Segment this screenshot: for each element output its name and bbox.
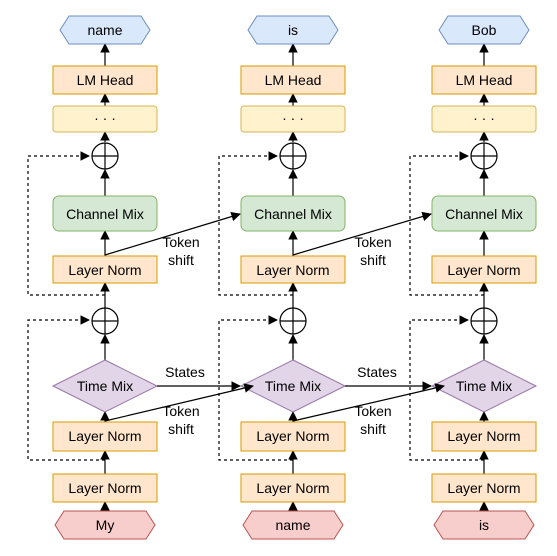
ellipsis-label: · · · [94,110,116,126]
token-shift-upper-1-2 [292,211,432,256]
time-mix-label: Time Mix [77,378,133,394]
token-shift-lower-0-1 [104,383,254,422]
residual-upper [218,151,293,296]
layer-norm-lower [52,421,158,452]
ellipsis-block [240,105,346,133]
add-upper [91,142,119,170]
states-label-0: States [165,364,205,380]
time-mix-label: Time Mix [456,378,512,394]
channel-mix-label: Channel Mix [254,206,332,222]
lm-head [431,65,537,95]
time-mix [430,359,538,413]
token-shift-edges [104,211,445,422]
lm-head [240,65,346,95]
layer-norm-bottom-label: Layer Norm [447,480,520,496]
token-shift-label-upper-0-line1: Token [162,234,199,250]
column-0: name LM Head · · · Channel Mix Layer Nor… [27,15,159,540]
output-token-label: name [87,22,122,38]
lm-head-label: LM Head [265,72,322,88]
token-shift-label-lower-0-line2: shift [168,421,194,437]
token-shift-label-upper-1-line2: shift [360,252,386,268]
token-shift-label-lower-1-line2: shift [360,421,386,437]
add-lower [470,307,498,335]
layer-norm-lower [431,421,537,452]
lm-head [52,65,158,95]
add-lower [279,307,307,335]
layer-norm-bottom [431,473,537,503]
ellipsis-label: · · · [282,110,304,126]
ellipsis-label: · · · [473,110,495,126]
layer-norm-bottom-label: Layer Norm [68,480,141,496]
layer-norm-upper-label: Layer Norm [447,262,520,278]
residual-upper [409,151,484,296]
layer-norm-upper-label: Layer Norm [68,262,141,278]
layer-norm-bottom [240,473,346,503]
time-mix-label: Time Mix [265,378,321,394]
add-upper [470,142,498,170]
channel-mix-label: Channel Mix [66,206,144,222]
token-shift-label-upper-0-line2: shift [168,252,194,268]
channel-mix [431,195,537,232]
channel-mix-label: Channel Mix [445,206,523,222]
residual-upper [27,151,105,296]
column-2: Bob LM Head · · · Channel Mix Layer Norm… [409,15,538,540]
layer-norm-bottom-label: Layer Norm [256,480,329,496]
layer-norm-upper [431,255,537,284]
add-lower [91,307,119,335]
ellipsis-block [52,105,158,133]
layer-norm-upper [52,255,158,284]
output-token [247,15,339,45]
output-token-label: Bob [472,22,497,38]
output-token [438,15,530,45]
input-token [433,510,535,540]
token-shift-upper-0-1 [104,211,241,256]
time-mix [51,359,159,413]
input-token [54,510,156,540]
time-mix [239,359,347,413]
output-token-label: is [288,22,298,38]
input-token-label: name [275,517,310,533]
channel-mix [240,195,346,232]
layer-norm-lower-label: Layer Norm [256,428,329,444]
ellipsis-block [431,105,537,133]
states-label-1: States [357,364,397,380]
layer-norm-upper [240,255,346,284]
token-shift-label-lower-0-line1: Token [162,403,199,419]
column-1: is LM Head · · · Channel Mix Layer Norm … [218,15,347,540]
residual-lower [218,315,293,461]
lm-head-label: LM Head [456,72,513,88]
lm-head-label: LM Head [77,72,134,88]
token-shift-label-upper-1-line1: Token [354,234,391,250]
input-token [242,510,344,540]
token-shift-label-lower-1-line1: Token [354,403,391,419]
add-upper [279,142,307,170]
layer-norm-bottom [52,473,158,503]
output-token [59,15,151,45]
layer-norm-lower [240,421,346,452]
input-token-label: My [96,517,115,533]
layer-norm-lower-label: Layer Norm [68,428,141,444]
layer-norm-lower-label: Layer Norm [447,428,520,444]
channel-mix [52,195,158,232]
layer-norm-upper-label: Layer Norm [256,262,329,278]
input-token-label: is [479,517,489,533]
residual-lower [27,315,105,461]
residual-lower [409,315,484,461]
token-shift-lower-1-2 [292,383,445,422]
